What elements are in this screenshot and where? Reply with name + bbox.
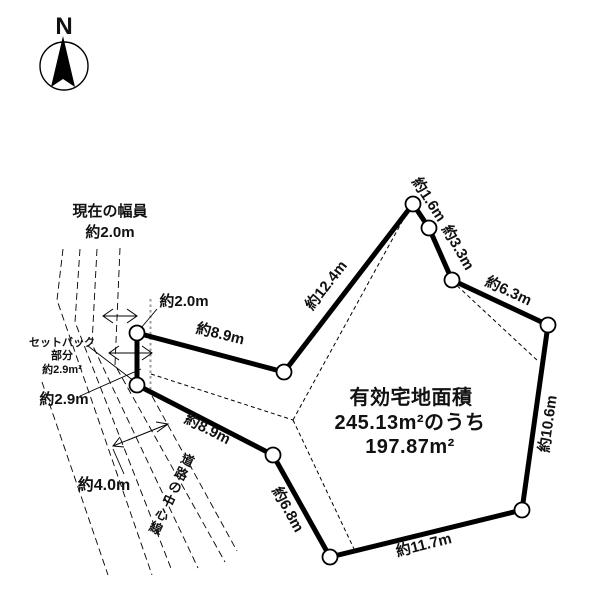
current-width-caption-line1: 現在の幅員 [72,202,148,220]
plot-area-line1: 有効宅地面積 [349,387,473,409]
setback-width-arrow [108,345,153,361]
setback-caption-line3: 約2.9m² [42,363,82,376]
road-width-4m-label: 約4.0m [77,477,131,495]
road-width-arrow [112,421,170,448]
plot-area-line2: 245.13m²のうち [334,412,486,434]
road-guide-lines [41,247,238,576]
inner-boundary-dashed-lines [150,208,540,552]
plot-vertices [128,195,557,566]
plot-area-line3: 197.87m² [365,436,455,458]
plot-boundary [134,199,551,560]
north-label: N [55,12,73,40]
road-width-2m-label: 約2.0m [159,292,209,310]
width-arrows [102,308,170,448]
compass-needle [51,36,75,87]
setback-caption-line1: セットバック [29,336,95,349]
current-width-caption-line2: 約2.0m [85,223,135,241]
north-compass-icon [39,36,89,91]
current-width-arrow [102,308,138,324]
setback-caption-line2: 部分 [51,349,73,362]
leader-lines [79,308,158,475]
setback-width-label: 約2.9m [39,390,89,408]
